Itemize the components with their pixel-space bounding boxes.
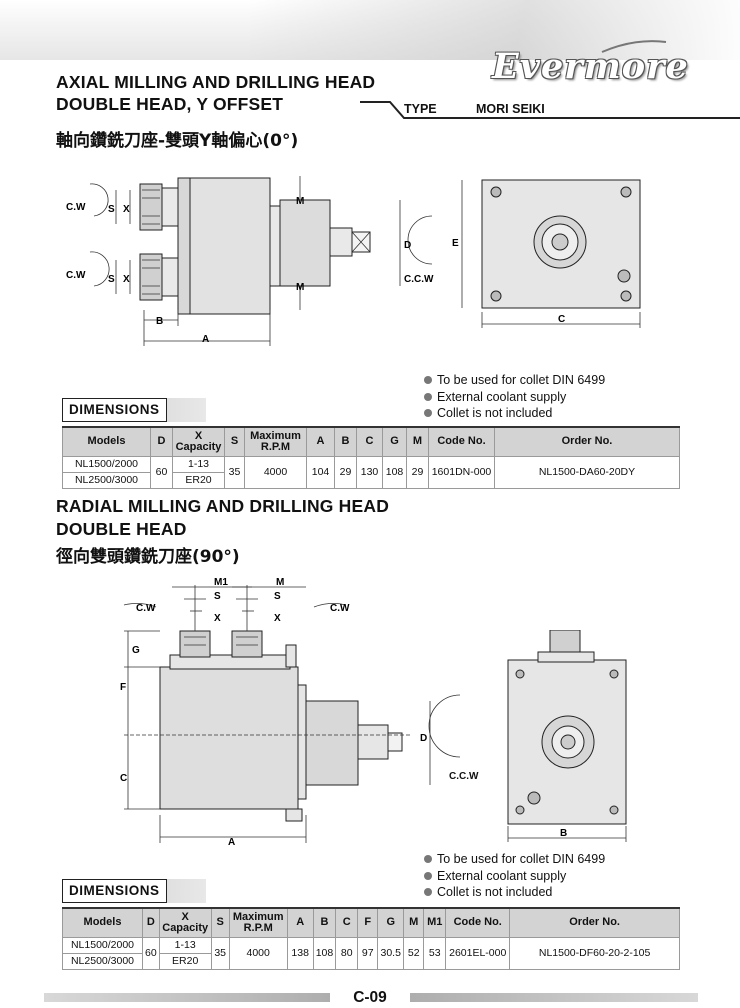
section2-notes: To be used for collet DIN 6499 External … (424, 851, 605, 901)
m-label: M (276, 577, 284, 588)
bullet-icon (424, 376, 432, 384)
type-label: TYPE (404, 102, 437, 116)
section2-title-line2: DOUBLE HEAD (56, 519, 187, 539)
x-top-label: X (123, 204, 130, 215)
c-label: C (558, 314, 565, 325)
cw-right-label: C.W (330, 603, 350, 614)
table-row: NL2500/3000 ER20 (62, 952, 680, 970)
title-rule-graphic (360, 101, 740, 119)
logo-swoosh-icon (601, 40, 667, 53)
e-label: E (452, 238, 459, 249)
cw-top-label: C.W (66, 202, 86, 213)
d-label: D (420, 733, 427, 744)
d-label: D (404, 240, 411, 251)
axial-head-front-drawing: E C (452, 179, 641, 328)
f-label: F (120, 682, 126, 693)
c-label: C (120, 773, 127, 784)
cw-bottom-label: C.W (66, 270, 86, 281)
section1-title-line1: AXIAL MILLING AND DRILLING HEAD (56, 72, 376, 92)
s-left-label: S (214, 591, 221, 602)
brand-logo: Evermore (492, 46, 689, 87)
bullet-icon (424, 871, 432, 880)
s-right-label: S (274, 591, 281, 602)
table-row: NL1500/2000 60 1-13 35 4000 138 108 80 9… (62, 936, 680, 970)
s-top-label: S (108, 204, 115, 215)
note-item: External coolant supply (424, 868, 605, 885)
note-item: Collet is not included (424, 405, 605, 422)
s-bottom-label: S (108, 274, 115, 285)
b-label: B (560, 828, 567, 839)
x-left-label: X (214, 613, 221, 624)
bullet-icon (424, 855, 432, 863)
radial-head-front-drawing: B (507, 630, 627, 842)
header-swoosh (250, 0, 740, 60)
table-row: NL1500/2000 60 1-13 35 4000 104 29 130 1… (62, 455, 680, 489)
m-top-label: M (296, 196, 304, 207)
section1-chinese-title: 軸向鑽銑刀座-雙頭Y軸偏心(0°) (56, 131, 299, 151)
note-item: To be used for collet DIN 6499 (424, 851, 605, 868)
section1-title-line2: DOUBLE HEAD, Y OFFSET (56, 94, 284, 114)
m-bottom-label: M (296, 282, 304, 293)
m1-label: M1 (214, 577, 228, 588)
cw-left-label: C.W (136, 603, 156, 614)
bullet-icon (424, 888, 432, 896)
a-label: A (202, 334, 209, 345)
ccw-label: C.C.W (404, 274, 434, 285)
note-item: To be used for collet DIN 6499 (424, 372, 605, 389)
bullet-icon (424, 409, 432, 417)
x-bottom-label: X (123, 274, 130, 285)
axial-head-side-drawing: C.W C.W S X S X M M D C.C.W B A (66, 176, 434, 346)
note-item: External coolant supply (424, 389, 605, 406)
a-label: A (228, 837, 235, 848)
section1-dimensions-badge: DIMENSIONS (62, 398, 206, 422)
g-label: G (132, 645, 140, 656)
note-item: Collet is not included (424, 884, 605, 901)
bullet-icon (424, 392, 432, 401)
section2-dimensions-badge: DIMENSIONS (62, 879, 206, 903)
ccw-label: C.C.W (449, 771, 479, 782)
section2-title-line1: RADIAL MILLING AND DRILLING HEAD (56, 496, 390, 516)
x-right-label: X (274, 613, 281, 624)
radial-head-side-drawing: M1 M S X S X C.W C.W G F C D A (120, 577, 460, 848)
section1-notes: To be used for collet DIN 6499 External … (424, 372, 605, 422)
section2-chinese-title: 徑向雙頭鑽銑刀座(90°) (56, 547, 240, 567)
type-value: MORI SEIKI (476, 102, 545, 116)
page-number: C-09 (330, 988, 410, 1008)
b-label: B (156, 316, 163, 327)
table-row: NL2500/3000 ER20 (62, 471, 680, 489)
